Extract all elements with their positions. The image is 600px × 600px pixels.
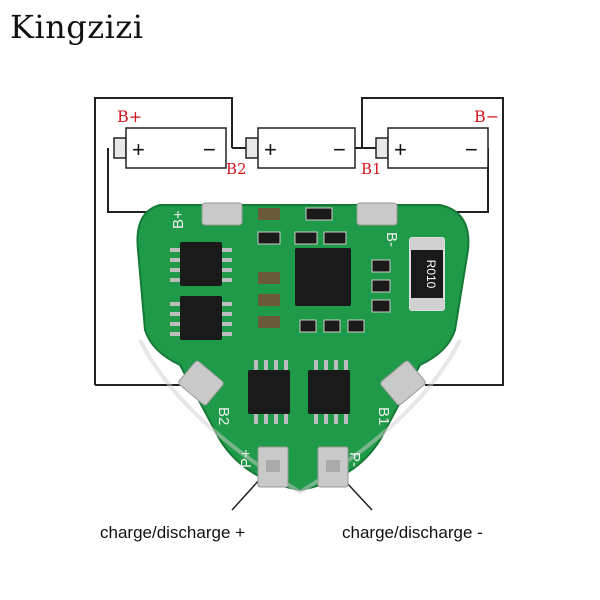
- label-b1: B1: [361, 160, 382, 178]
- smd-components: [257, 207, 391, 333]
- resistor-label: R010: [424, 260, 438, 289]
- battery-3: + −: [375, 127, 489, 169]
- shunt-resistor: R010: [409, 237, 445, 311]
- pcb-label-b-plus: B+: [170, 210, 187, 229]
- label-b-plus: B+: [117, 107, 142, 126]
- pad-p-plus: [257, 446, 289, 488]
- pad-b-plus: [201, 202, 243, 226]
- battery-2-minus: −: [333, 137, 346, 162]
- battery-2: + −: [245, 127, 356, 169]
- battery-3-minus: −: [465, 137, 478, 162]
- pad-b-minus: [356, 202, 398, 226]
- brand-logo: Kingzizi: [10, 8, 144, 46]
- pcb-label-b1: B1: [375, 407, 392, 425]
- ic-pins: [170, 248, 348, 424]
- pcb-label-b-minus: B-: [383, 232, 400, 247]
- battery-3-plus: +: [394, 137, 407, 162]
- battery-1-minus: −: [203, 137, 216, 162]
- pad-b2: [178, 360, 224, 406]
- pcb-label-p-plus: P+: [238, 449, 255, 468]
- ic-chips: [180, 242, 351, 414]
- pad-b1: [380, 360, 426, 406]
- label-b2: B2: [226, 160, 247, 178]
- pcb-label-b2: B2: [215, 407, 232, 425]
- pcb-label-p-minus: P-: [346, 452, 363, 467]
- pad-p-minus: [317, 446, 349, 488]
- battery-2-plus: +: [264, 137, 277, 162]
- label-b-minus: B−: [474, 107, 499, 126]
- battery-1-plus: +: [132, 137, 145, 162]
- annotation-charge-discharge-minus: charge/discharge -: [342, 523, 483, 542]
- battery-1: + −: [113, 127, 227, 169]
- annotation-charge-discharge-plus: charge/discharge +: [100, 523, 246, 542]
